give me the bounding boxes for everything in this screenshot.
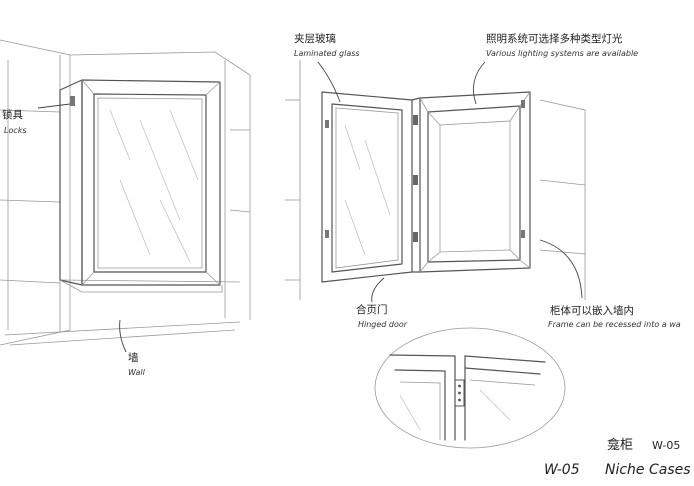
glass-label-en: Laminated glass	[294, 49, 360, 58]
niche-door-open-sketch	[321, 91, 421, 283]
hinge-top-icon	[413, 115, 418, 125]
title-code: W-05	[652, 439, 680, 452]
locks-label-en: Locks	[4, 126, 27, 135]
hinged-door-label-en: Hinged door	[358, 320, 408, 329]
title-en: Niche Cases	[605, 462, 691, 478]
lighting-label-cn: 照明系统可选择多种类型灯光	[486, 32, 623, 45]
wall-label-en: Wall	[128, 368, 146, 377]
niche-body-sketch	[419, 91, 531, 273]
hinge-bottom-icon	[413, 232, 418, 242]
hinge-middle-icon	[413, 175, 418, 185]
hinged-door-label-cn: 合页门	[356, 303, 388, 316]
wall-label-cn: 墙	[128, 351, 139, 364]
wall-lines-right	[285, 60, 586, 300]
wall-case-sketch	[59, 79, 223, 293]
recessed-label-en: Frame can be recessed into a wa	[548, 320, 681, 329]
lock-mark-icon	[70, 96, 75, 106]
locks-label-cn: 锁具	[2, 108, 23, 121]
hinge-detail-icon	[454, 379, 465, 407]
title-cn: 龛柜	[607, 438, 633, 453]
glass-label-cn: 夹层玻璃	[294, 32, 336, 45]
hinge-detail-circle	[374, 327, 566, 449]
recessed-label-cn: 柜体可以嵌入墙内	[550, 304, 634, 317]
lighting-label-en: Various lighting systems are available	[486, 49, 638, 58]
title-full-code: W-05	[544, 462, 580, 478]
